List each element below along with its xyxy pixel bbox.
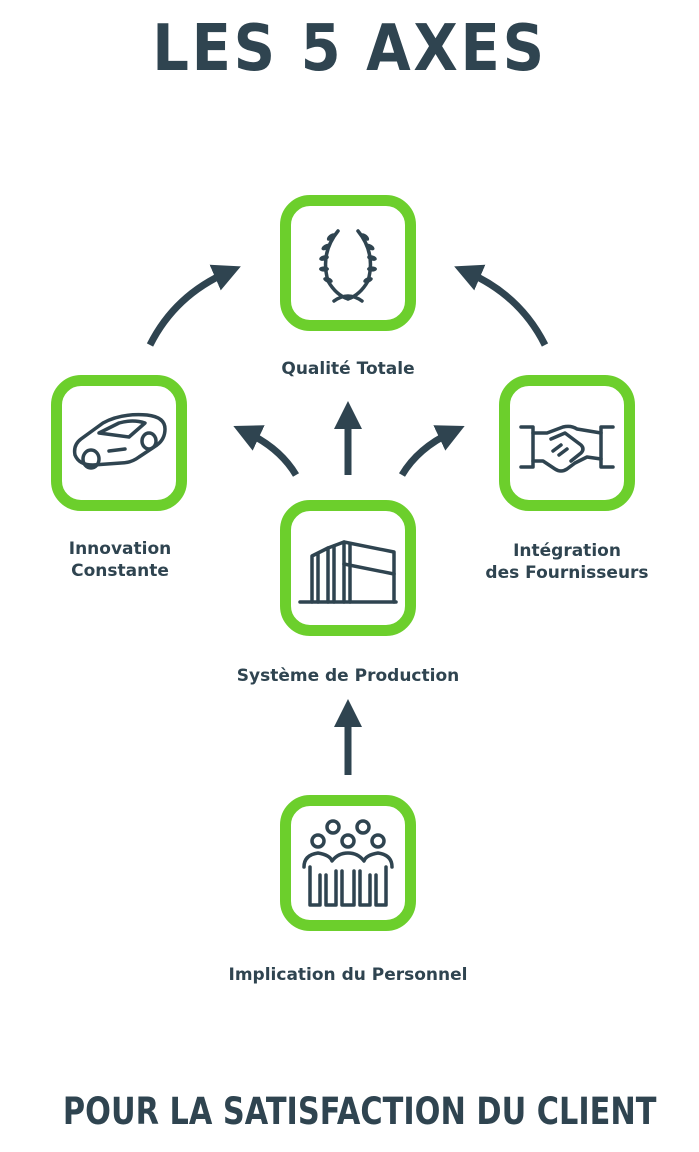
label-implication-personnel: Implication du Personnel: [228, 965, 468, 985]
label-innovation-line2: Constante: [71, 561, 169, 581]
node-innovation-constante: [51, 375, 187, 511]
label-innovation-constante: Innovation Constante: [20, 538, 220, 582]
laurel-wreath-icon: [319, 229, 377, 303]
factory-building-icon: [298, 540, 398, 604]
label-innovation-line1: Innovation: [68, 539, 172, 559]
label-integration-line2: des Fournisseurs: [485, 563, 649, 583]
arrow-production-to-innovation: [233, 425, 300, 477]
label-integration-line1: Intégration: [513, 541, 621, 561]
node-implication-personnel: [280, 795, 416, 931]
label-integration-fournisseurs: Intégration des Fournisseurs: [467, 540, 667, 584]
arrow-production-to-integration: [398, 425, 465, 477]
handshake-icon: [519, 424, 615, 473]
node-integration-fournisseurs: [499, 375, 635, 511]
people-group-icon: [302, 819, 394, 907]
node-qualite-totale: [280, 195, 416, 331]
page-title: LES 5 AXES: [152, 12, 547, 86]
arrow-integration-to-qualite: [454, 264, 549, 347]
arrow-innovation-to-qualite: [146, 264, 241, 347]
footer-slogan: POUR LA SATISFACTION DU CLIENT: [62, 1090, 657, 1133]
node-systeme-production: [280, 500, 416, 636]
car-icon: [72, 412, 167, 470]
label-systeme-production: Système de Production: [236, 666, 460, 686]
label-qualite-totale: Qualité Totale: [281, 359, 415, 379]
